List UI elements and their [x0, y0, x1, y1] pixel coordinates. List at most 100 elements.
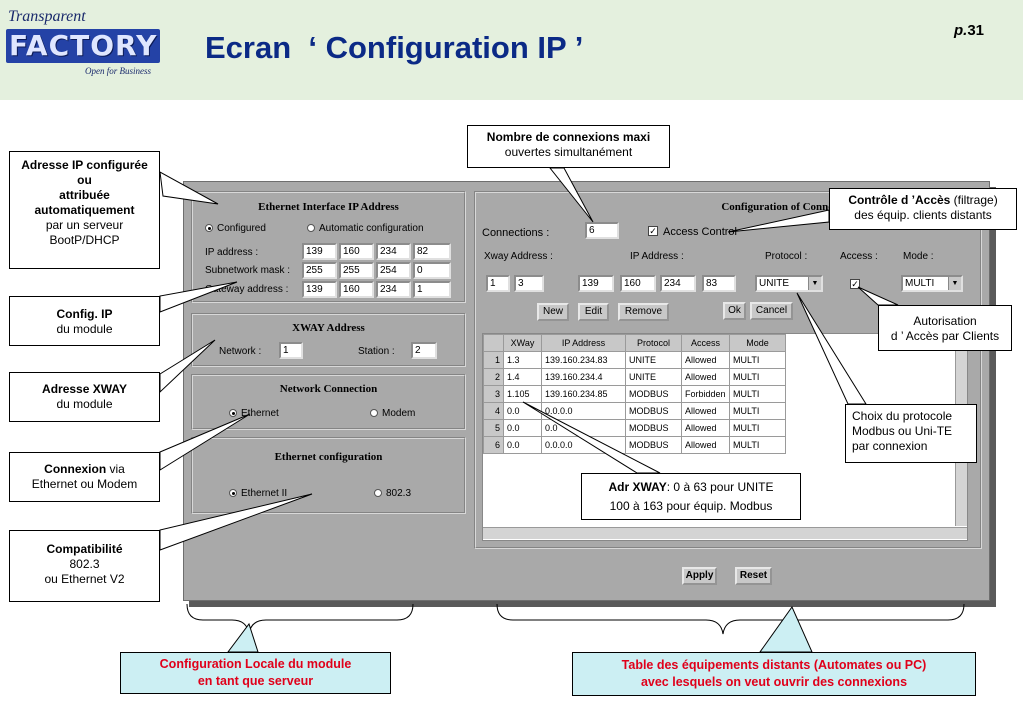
page-number-value: 31 — [967, 22, 985, 39]
radio-ethernet[interactable]: Ethernet — [229, 408, 279, 419]
reset-button[interactable]: Reset — [735, 567, 772, 585]
row-number: 5 — [483, 419, 504, 437]
conn-ip-octet-field[interactable]: 234 — [660, 275, 696, 292]
callout-ip-config: Adresse IP configurée ou attribuée autom… — [9, 151, 160, 269]
station-field[interactable]: 2 — [411, 342, 437, 359]
xway-address-group: XWAY Address — [191, 313, 466, 367]
leader-nb-connexions — [548, 167, 594, 223]
connections-field[interactable]: 6 — [585, 222, 619, 239]
radio-configured[interactable]: Configured — [205, 223, 266, 234]
radio-automatic[interactable]: Automatic configuration — [307, 223, 424, 234]
radio-configured-label: Configured — [217, 223, 266, 234]
caption-left: Configuration Locale du module en tant q… — [120, 652, 391, 694]
protocol-select[interactable]: UNITE ▼ — [755, 275, 823, 292]
gateway-octet-field[interactable]: 139 — [302, 281, 337, 298]
cell-mode[interactable]: MULTI — [729, 351, 786, 369]
callout-controle-acces: Contrôle d ’Accès (filtrage) des équip. … — [829, 188, 1017, 230]
callout-proto-line2: Modbus ou Uni-TE — [852, 424, 953, 438]
ip-address-col-label: IP Address : — [630, 251, 684, 262]
ip-address-group: Ethernet Interface IP Address — [191, 191, 466, 303]
chevron-down-icon: ▼ — [808, 277, 821, 290]
leader-autorisation — [857, 286, 899, 306]
callout-proto-line3: par connexion — [852, 439, 928, 453]
radio-ethernet-label: Ethernet — [241, 408, 279, 419]
callout-compatibilite: Compatibilité 802.3 ou Ethernet V2 — [9, 530, 160, 602]
conn-ip-octet-field[interactable]: 139 — [578, 275, 614, 292]
callout-connexion-bold: Connexion — [44, 462, 107, 476]
leader-adr-xway — [522, 401, 661, 474]
radio-802-3[interactable]: 802.3 — [374, 488, 411, 499]
ip-octet-field[interactable]: 234 — [376, 243, 411, 260]
horizontal-scrollbar[interactable] — [483, 527, 967, 539]
mask-octet-field[interactable]: 255 — [302, 262, 337, 279]
radio-off-icon — [370, 409, 378, 418]
callout-config-ip: Config. IP du module — [9, 296, 160, 346]
radio-modem[interactable]: Modem — [370, 408, 415, 419]
callout-protocole: Choix du protocole Modbus ou Uni-TE par … — [845, 404, 977, 463]
radio-ethernet-ii[interactable]: Ethernet II — [229, 488, 287, 499]
radio-on-icon — [205, 224, 213, 233]
ok-button[interactable]: Ok — [723, 302, 746, 320]
callout-ip-config-line2: ou — [77, 173, 92, 187]
access-label: Access : — [840, 251, 878, 262]
row-number: 6 — [483, 436, 504, 454]
access-control-checkbox[interactable]: ✓ — [648, 226, 658, 236]
callout-ip-config-line4: automatiquement — [34, 203, 135, 217]
ethcfg-group-title: Ethernet configuration — [274, 451, 383, 463]
mask-octet-field[interactable]: 255 — [339, 262, 374, 279]
xway-station-field[interactable]: 3 — [514, 275, 544, 292]
apply-button[interactable]: Apply — [682, 567, 717, 585]
callout-connexion-line2: Ethernet ou Modem — [31, 477, 138, 491]
leader-connexion — [159, 413, 251, 471]
gateway-label: Gateway address : — [205, 284, 289, 295]
gateway-octet-field[interactable]: 160 — [339, 281, 374, 298]
logo-tagline-top: Transparent — [8, 8, 86, 25]
connections-label: Connections : — [482, 227, 550, 239]
callout-compat-line3: ou Ethernet V2 — [44, 572, 125, 586]
cell-access[interactable]: Allowed — [681, 436, 730, 454]
mode-select[interactable]: MULTI▼ — [901, 275, 963, 292]
caption-right-line2: avec lesquels on veut ouvrir des connexi… — [640, 675, 908, 689]
xway-network-field[interactable]: 1 — [486, 275, 510, 292]
mask-octet-field[interactable]: 0 — [413, 262, 451, 279]
callout-ip-config-line5: par un serveur — [45, 218, 124, 232]
callout-connexion: Connexion via Ethernet ou Modem — [9, 452, 160, 502]
radio-ethernet-ii-label: Ethernet II — [241, 488, 288, 499]
radio-off-icon — [307, 224, 315, 233]
cell-mode[interactable]: MULTI — [729, 436, 786, 454]
ip-octet-field[interactable]: 139 — [302, 243, 337, 260]
access-allowed-checkbox[interactable]: ✓ — [850, 279, 860, 289]
callout-compat-line2: 802.3 — [69, 557, 100, 571]
callout-proto-line1: Choix du protocole — [852, 409, 953, 423]
callout-xway: Adresse XWAY du module — [9, 372, 160, 422]
gateway-octet-field[interactable]: 234 — [376, 281, 411, 298]
ip-octet-field[interactable]: 160 — [339, 243, 374, 260]
cancel-button[interactable]: Cancel — [750, 302, 793, 320]
new-button[interactable]: New — [537, 303, 569, 321]
gateway-octet-field[interactable]: 1 — [413, 281, 451, 298]
conn-ip-octet-field[interactable]: 160 — [620, 275, 656, 292]
ethernet-config-group: Ethernet configuration — [191, 437, 466, 514]
protocol-select-value: UNITE — [759, 278, 789, 289]
callout-compat-line1: Compatibilité — [46, 542, 123, 556]
conn-ip-octet-field[interactable]: 83 — [702, 275, 736, 292]
mask-octet-field[interactable]: 254 — [376, 262, 411, 279]
ip-octet-field[interactable]: 82 — [413, 243, 451, 260]
ip-address-label: IP address : — [205, 247, 259, 258]
leader-bottom-right — [759, 605, 813, 653]
callout-nb-line2: ouvertes simultanément — [504, 145, 633, 159]
station-label: Station : — [358, 346, 395, 357]
network-connection-group: Network Connection — [191, 374, 466, 430]
remove-button[interactable]: Remove — [618, 303, 669, 321]
callout-autorisation: Autorisation d ’ Accès par Clients — [878, 305, 1012, 351]
connections-group-title: Configuration of Connections — [721, 201, 861, 213]
edit-button[interactable]: Edit — [578, 303, 609, 321]
network-field[interactable]: 1 — [279, 342, 303, 359]
